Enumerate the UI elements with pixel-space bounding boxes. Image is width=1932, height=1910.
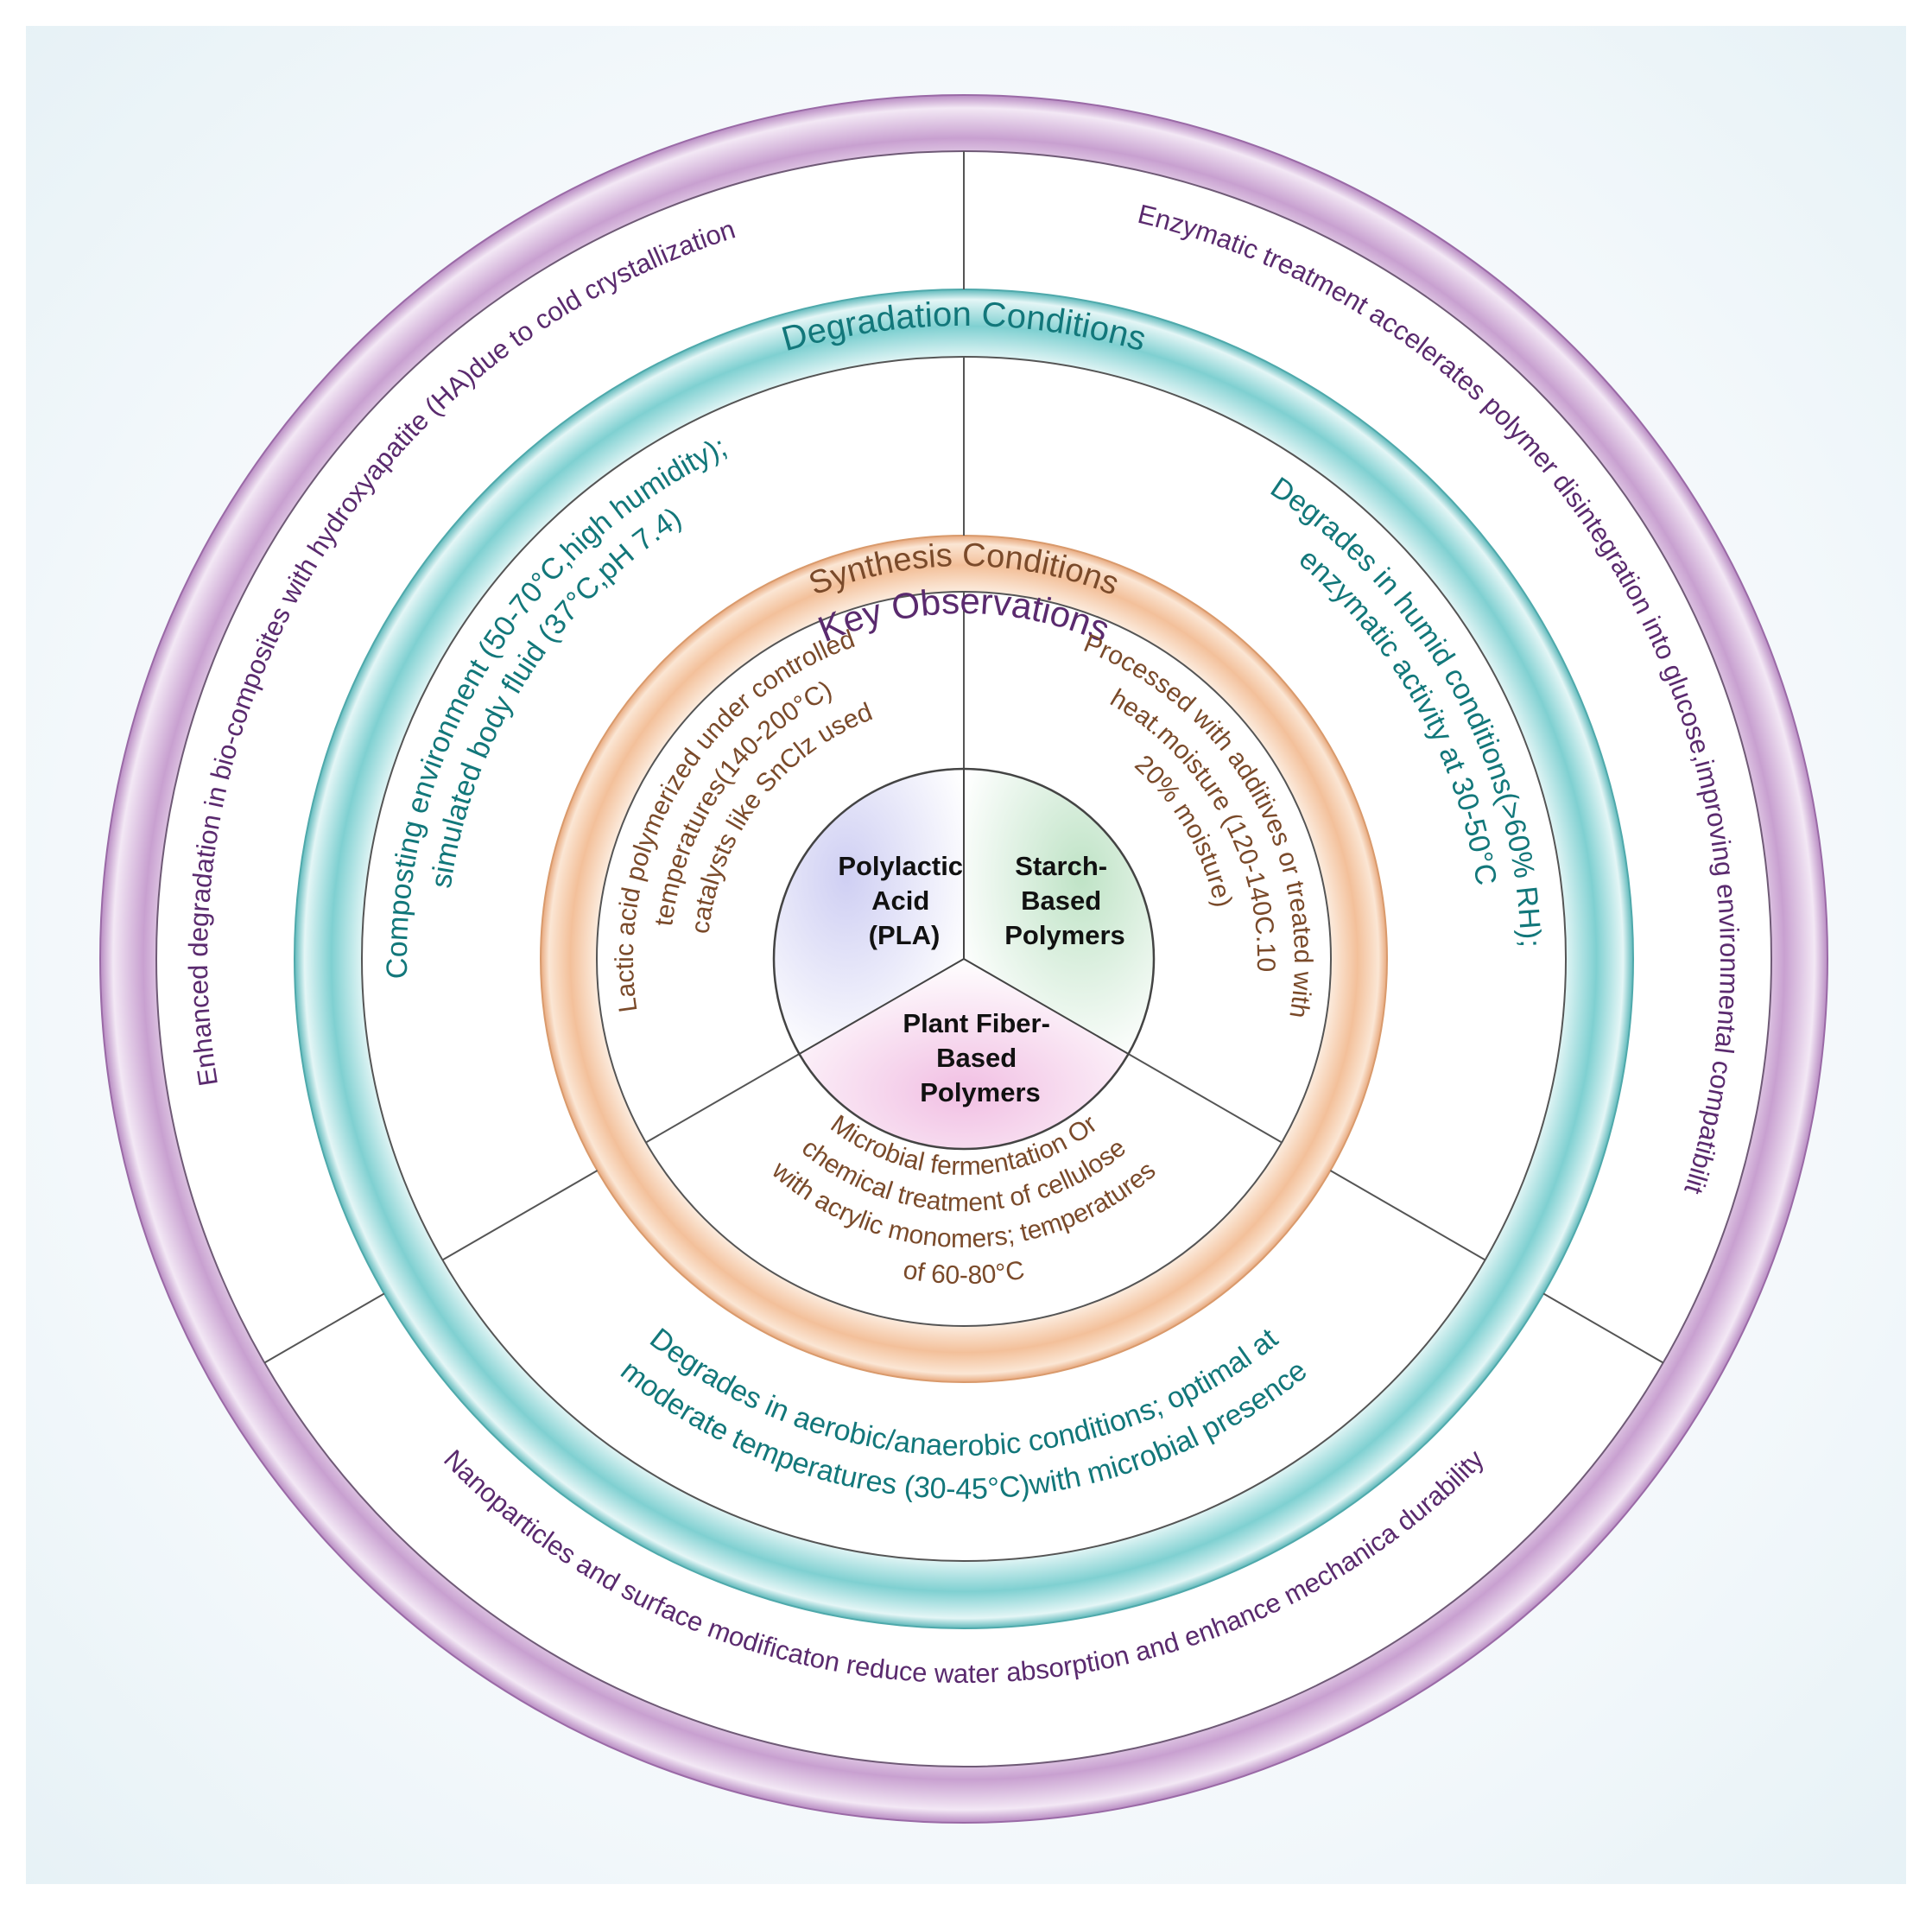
center-label-pla: Polylactic Acid (PLA) xyxy=(838,851,970,950)
center-label-starch-line: Polymers xyxy=(1004,920,1125,950)
degradation-divider xyxy=(1329,1170,1486,1261)
segment-dividers xyxy=(263,151,1664,1364)
synthesis-divider xyxy=(645,1053,800,1144)
arc-text-line: of 60-80°C xyxy=(901,1256,1026,1290)
observation-divider xyxy=(1542,1292,1664,1364)
core-sector-pla xyxy=(774,769,964,1054)
core-sector-starch xyxy=(964,769,1154,1054)
arc-text-path: of 60-80°C xyxy=(901,1256,1026,1290)
observation-divider xyxy=(263,1292,385,1364)
core-divider xyxy=(963,958,1130,1055)
center-label-pla-line: Polylactic xyxy=(838,851,963,881)
synthesis-divider xyxy=(1128,1053,1283,1144)
center-label-pla-line: (PLA) xyxy=(869,920,941,950)
center-label-fiber-line: Based xyxy=(936,1043,1017,1073)
degradation-divider xyxy=(441,1170,599,1261)
center-label-fiber-line: Polymers xyxy=(920,1077,1041,1107)
center-label-starch-line: Based xyxy=(1021,885,1101,916)
core-dividers xyxy=(798,769,1130,1055)
center-label-starch-line: Starch- xyxy=(1015,851,1107,881)
core-sector-fiber xyxy=(799,959,1129,1149)
center-label-pla-line: Acid xyxy=(871,885,929,916)
center-label-fiber-line: Plant Fiber- xyxy=(903,1008,1050,1038)
center-label-starch: Starch- Based Polymers xyxy=(1004,851,1125,950)
center-label-fiber: Plant Fiber- Based Polymers xyxy=(903,1008,1057,1107)
core-divider xyxy=(798,958,965,1055)
core-circle xyxy=(772,767,1156,1151)
